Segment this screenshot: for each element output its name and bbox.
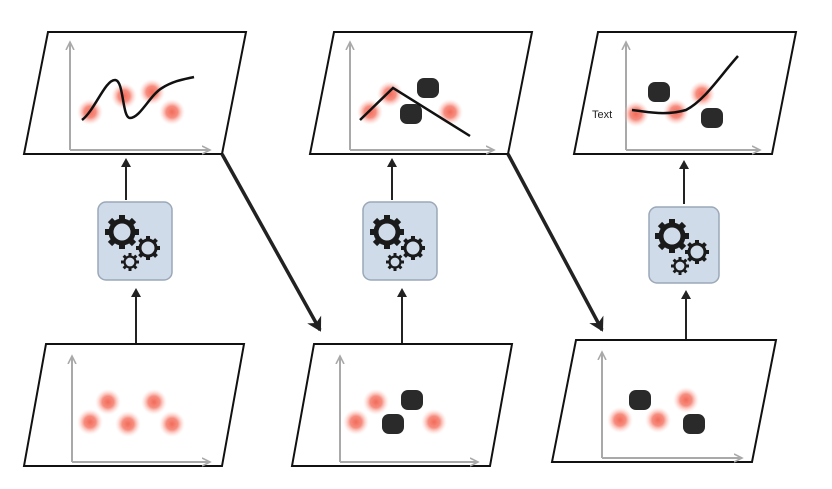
red-point [607,407,633,433]
dark-point [400,104,422,124]
red-point [645,407,671,433]
red-point [623,101,649,127]
diagonal-arrow-icon [220,153,322,332]
stage-1-output-panel [22,31,248,155]
red-point [343,409,369,435]
red-point [689,81,715,107]
red-point [77,409,103,435]
fit-curve [359,86,471,138]
annotation-text: Text [592,109,612,121]
stage-2-output-panel [308,31,534,155]
red-point [159,99,185,125]
red-point [139,79,165,105]
stage-2-input-panel [290,343,514,467]
dark-point [648,82,670,102]
red-point [111,83,137,109]
red-point [437,99,463,125]
stage-3-output-panel: Text [572,31,798,155]
stage-1-input-panel [22,343,246,467]
stage-3-input-panel [550,339,778,463]
dark-point [401,390,423,410]
red-point [673,387,699,413]
dark-point [417,78,439,98]
red-point [421,409,447,435]
stage-1 [22,31,248,467]
stage-1-model-box [97,201,173,281]
stage-2-model-box [362,201,438,281]
dark-point [683,414,705,434]
red-point [115,411,141,437]
stage-2 [290,31,534,467]
diagonal-arrow-icon [506,153,604,332]
dark-point [701,108,723,128]
dark-point [629,390,651,410]
fit-curve [81,75,195,121]
red-point [377,81,403,107]
fit-curve [631,55,739,115]
dark-point [382,414,404,434]
stage-3: Text [550,31,798,463]
red-point [159,411,185,437]
red-point [363,389,389,415]
red-point [95,389,121,415]
red-point [141,389,167,415]
stage-3-model-box [648,206,720,284]
